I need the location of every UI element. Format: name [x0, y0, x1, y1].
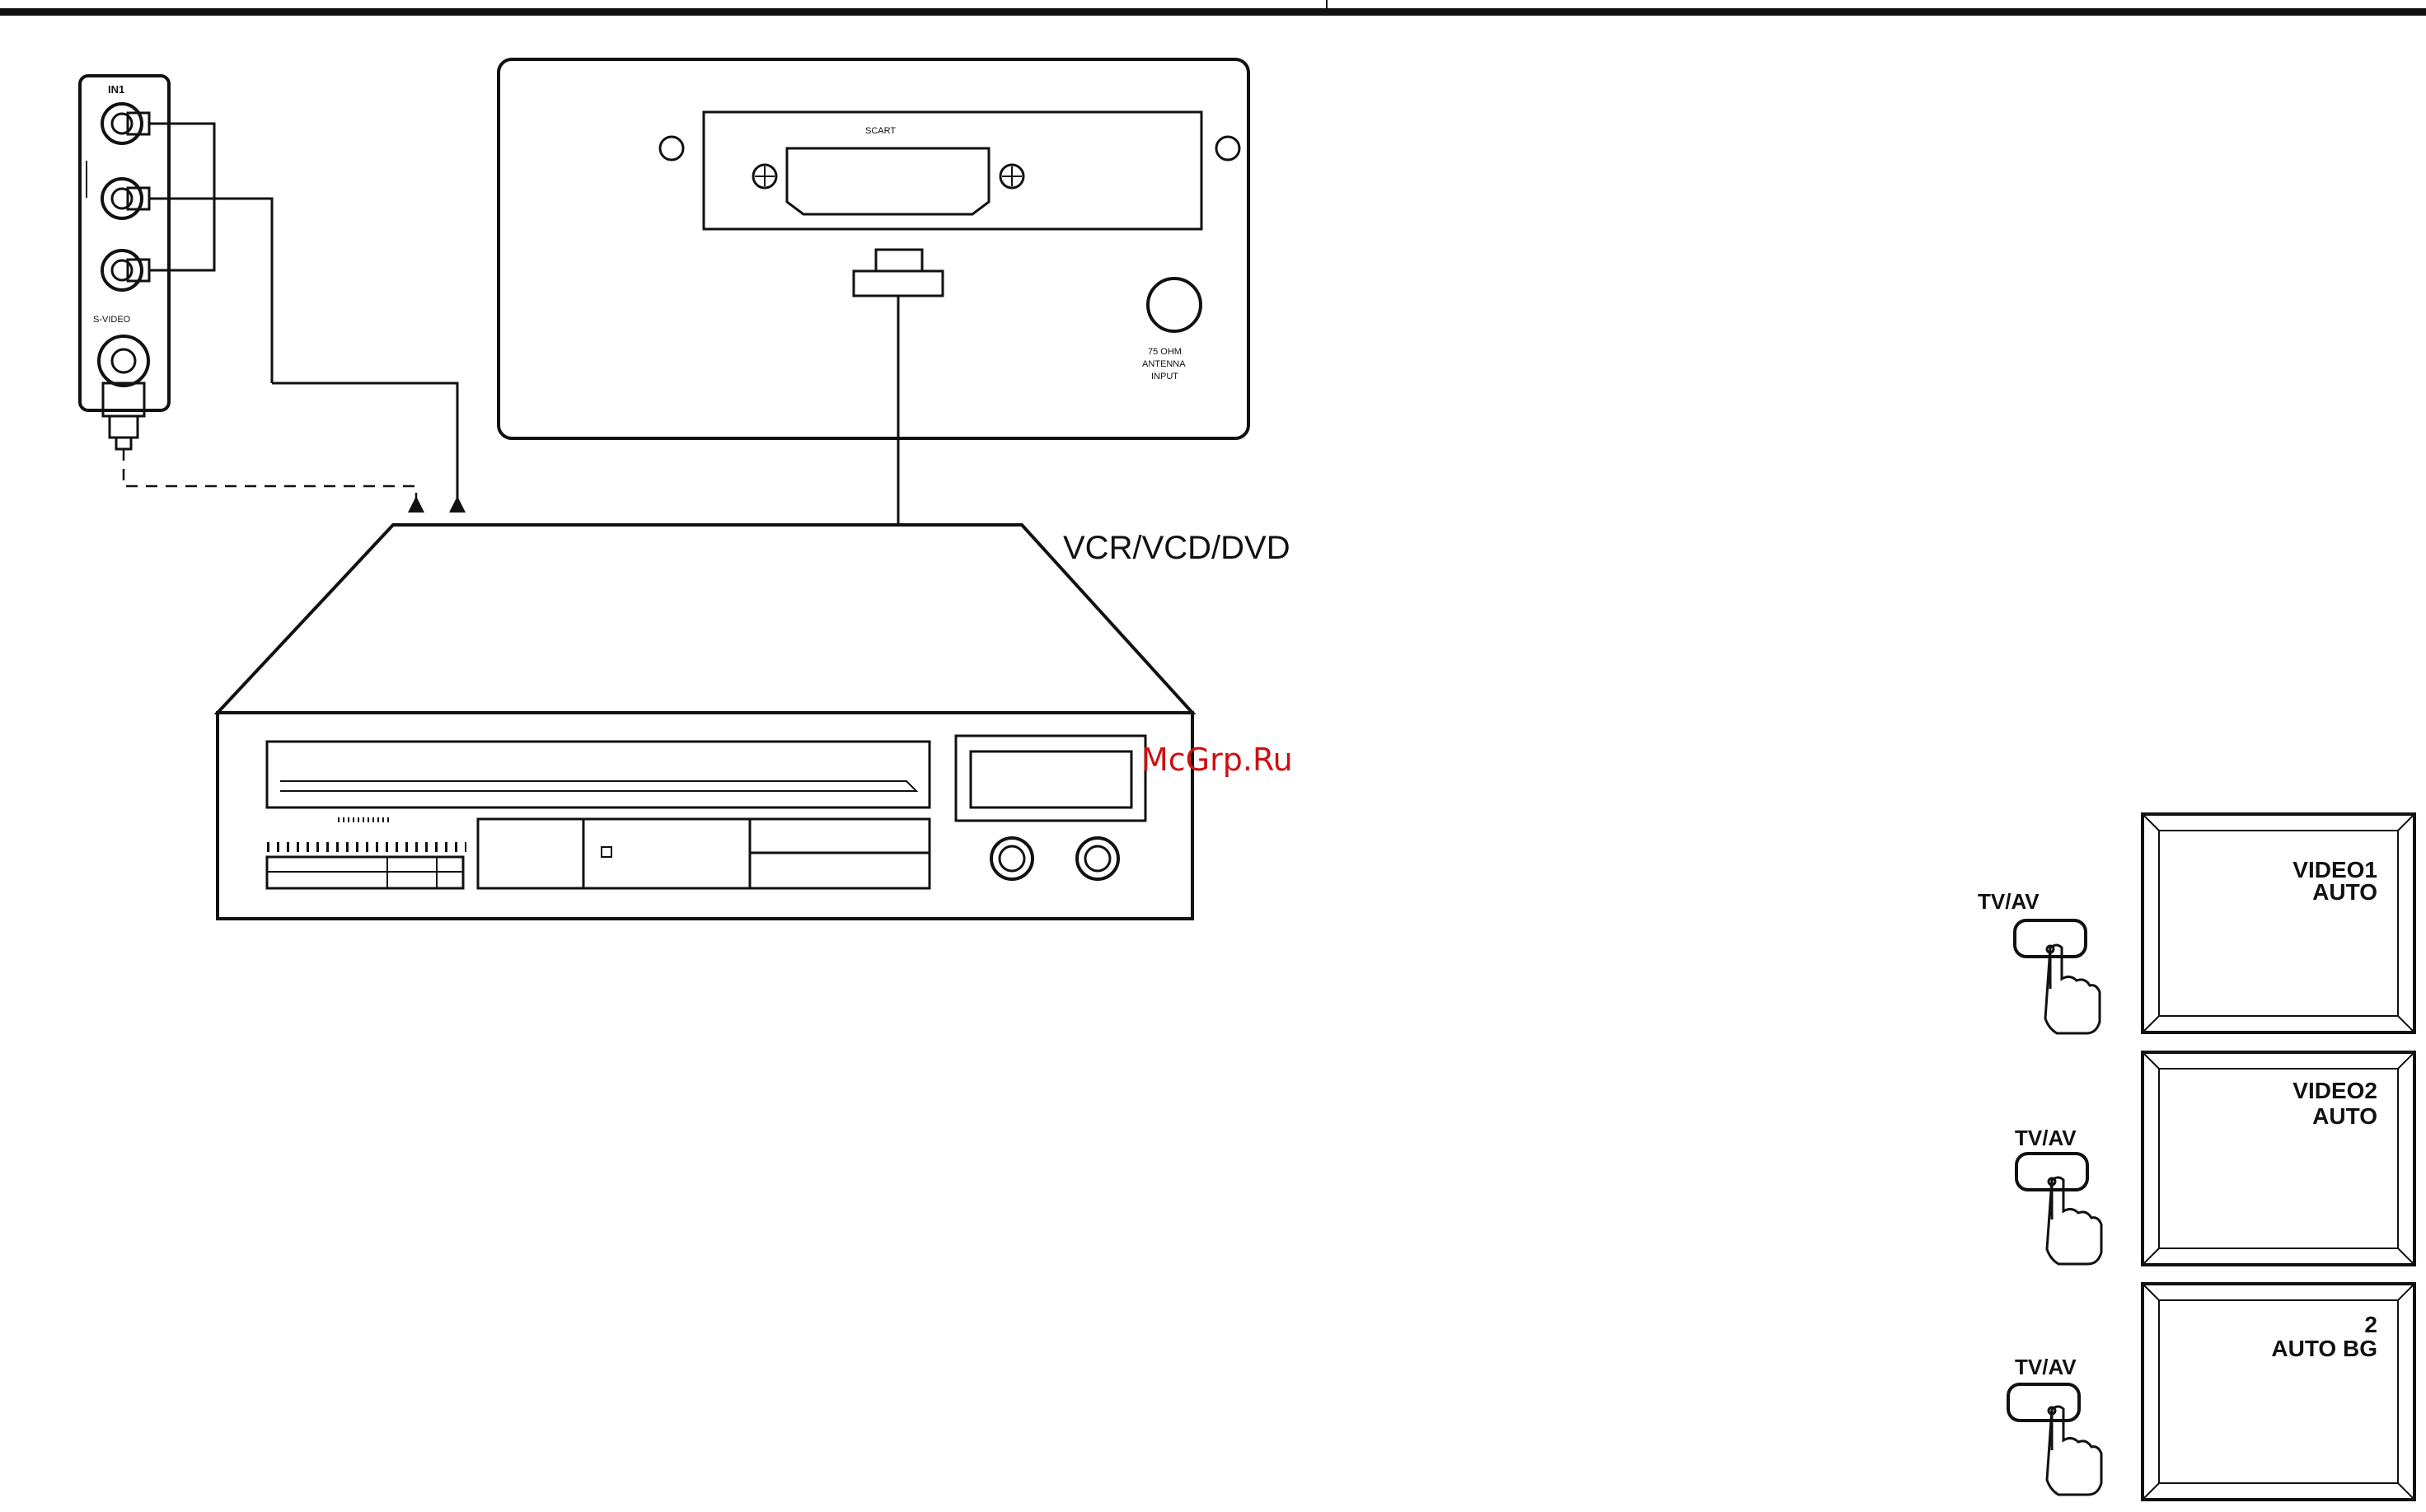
panel-in-label: IN1 — [108, 83, 124, 96]
tv-back-outline — [499, 59, 1248, 438]
front-block-2 — [583, 819, 750, 888]
device-label: VCR/VCD/DVD — [1063, 530, 1290, 566]
step-2-screen-line2: AUTO — [2312, 1103, 2377, 1129]
svideo-jack — [99, 336, 148, 449]
scart-label: SCART — [865, 126, 896, 136]
scart-socket — [787, 148, 989, 214]
step-3: TV/AV 2 AUTO BG — [2008, 1284, 2414, 1500]
antenna-label-3: INPUT — [1151, 372, 1178, 382]
mount-hole-left — [660, 137, 683, 160]
scart-plug-body — [854, 271, 943, 296]
audio-l-jack — [102, 179, 149, 218]
step-3-tvav-button — [2008, 1384, 2079, 1421]
disc-slot-inner — [280, 781, 916, 791]
arrow-1 — [408, 496, 424, 513]
knob-left — [991, 838, 1033, 879]
av-input-panel: IN1 S-VIDEO — [80, 76, 272, 449]
panel-svideo-label: S-VIDEO — [93, 315, 131, 325]
step-1-hand-icon — [2045, 945, 2100, 1033]
step-3-screen-line1: 2 — [2364, 1312, 2377, 1337]
video-cable — [272, 383, 457, 508]
svideo-cable — [124, 449, 416, 508]
front-block-1 — [478, 819, 583, 888]
scart-plug-top — [876, 250, 922, 271]
knob-right — [1077, 838, 1118, 879]
device-top — [218, 525, 1192, 713]
step-3-screen-line2: AUTO BG — [2271, 1336, 2377, 1361]
antenna-input — [1148, 279, 1201, 331]
step-1-screen — [2143, 814, 2414, 1032]
front-small-indicator — [602, 847, 611, 857]
step-2-screen-line1: VIDEO2 — [2293, 1078, 2377, 1103]
antenna-label-1: 75 OHM — [1148, 347, 1182, 357]
video-jack — [102, 250, 149, 290]
watermark: McGrp.Ru — [1141, 742, 1293, 778]
tv-back-panel: SCART 75 OHM ANTENNA INPUT — [499, 59, 1248, 438]
scart-frame — [704, 112, 1201, 229]
step-3-button-label: TV/AV — [2015, 1355, 2077, 1379]
panel-outline — [80, 76, 169, 410]
antenna-label-2: ANTENNA — [1142, 359, 1186, 369]
scart-screw-right — [1000, 165, 1023, 188]
step-2: TV/AV VIDEO2 AUTO — [2015, 1052, 2414, 1265]
step-1-button-label: TV/AV — [1978, 889, 2040, 914]
disc-slot — [267, 742, 930, 807]
mount-hole-right — [1216, 137, 1239, 160]
audio-r-jack — [102, 104, 149, 143]
step-1: TV/AV VIDEO1 AUTO — [1978, 814, 2414, 1033]
display-window-inner — [971, 751, 1131, 807]
scart-screw-left — [753, 165, 776, 188]
av-device — [218, 525, 1192, 919]
arrow-2 — [449, 496, 466, 513]
top-rule — [0, 8, 2426, 16]
step-1-screen-line2: AUTO — [2312, 879, 2377, 905]
step-2-button-label: TV/AV — [2015, 1126, 2077, 1150]
